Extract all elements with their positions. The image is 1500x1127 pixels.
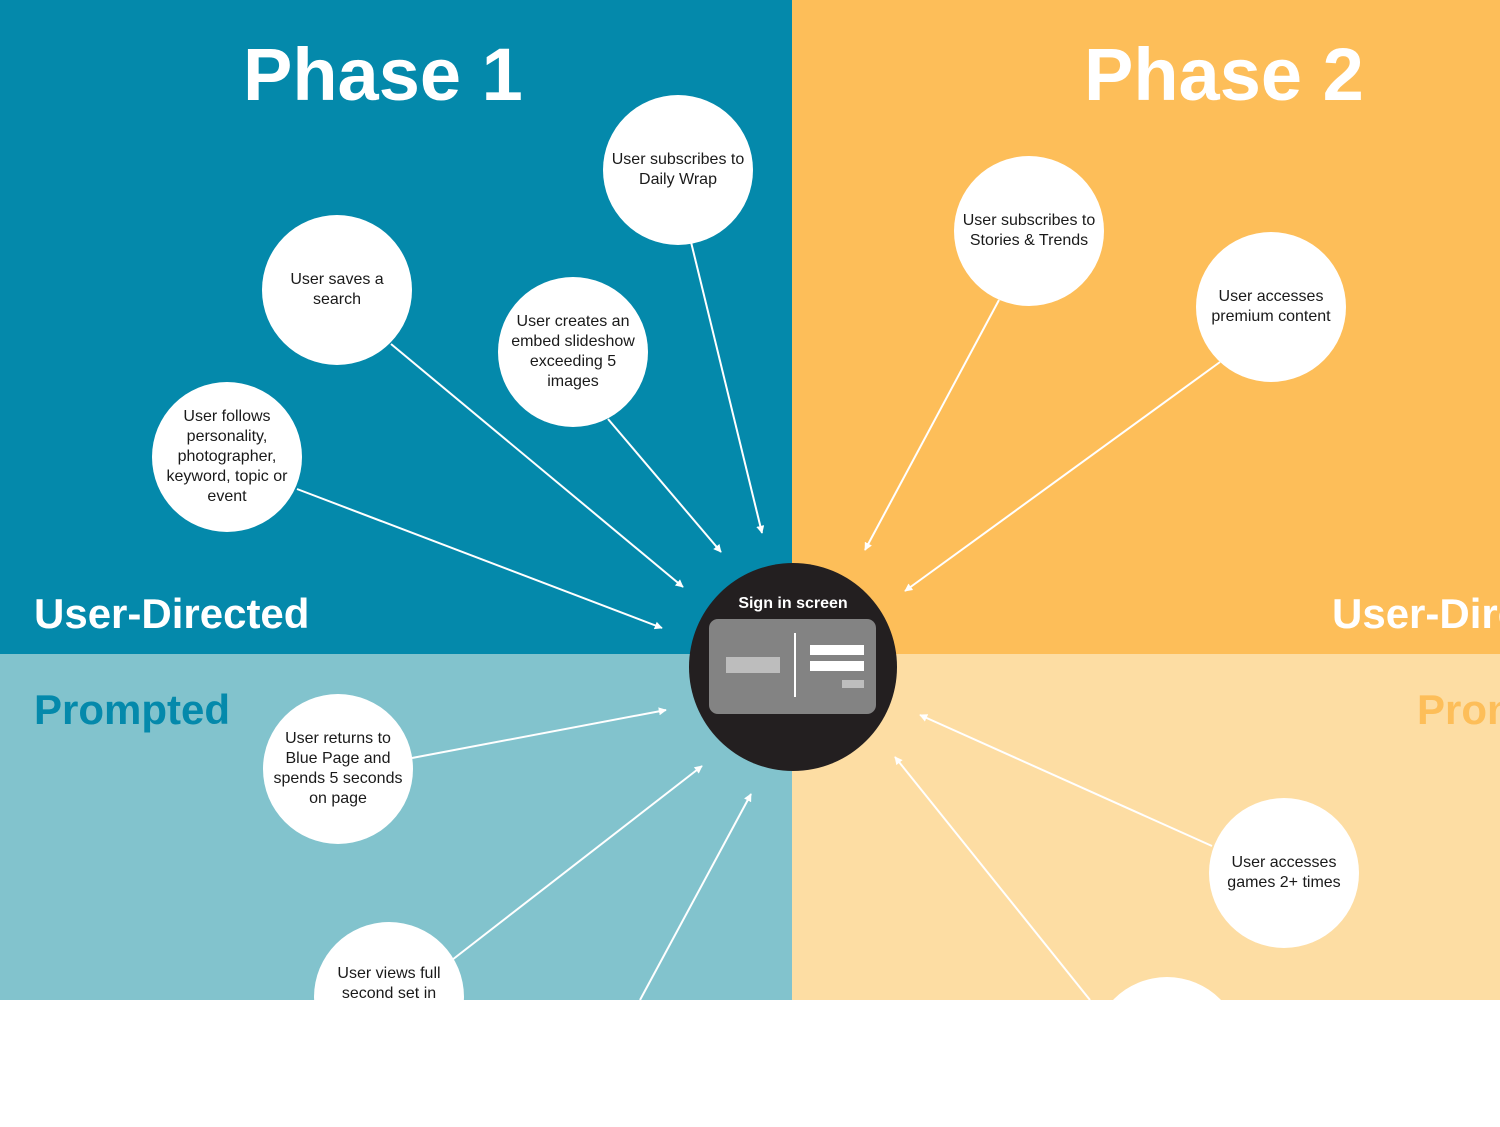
arrow-bottom-prompted <box>639 793 752 1000</box>
bubble-stories-trends: User subscribes to Stories & Trends <box>954 156 1104 306</box>
sign-in-icon-small-button <box>842 680 864 688</box>
sign-in-screen-icon <box>709 619 876 714</box>
arrow-saves-search <box>390 343 684 588</box>
arrow-blue-page <box>411 707 667 759</box>
arrow-views-full <box>451 765 703 961</box>
user-directed-label-left: User-Directed <box>34 590 310 637</box>
prompted-label-right: Pron <box>1417 686 1500 733</box>
bubble-games: User accesses games 2+ times <box>1209 798 1359 948</box>
sign-in-screen-title: Sign in screen <box>738 595 848 612</box>
user-directed-label-right: User-Dire <box>1332 590 1500 637</box>
bubble-daily-wrap: User subscribes to Daily Wrap <box>603 95 753 245</box>
phase-2-title: Phase 2 <box>1084 33 1364 116</box>
phase2-prompted-quadrant <box>792 654 1500 1000</box>
bubble-embed-slideshow: User creates an embed slideshow exceedin… <box>498 277 648 427</box>
arrow-embed-slideshow <box>607 418 722 553</box>
bubble-daily-wrap-text: User subscribes to Daily Wrap <box>611 151 745 188</box>
sign-in-icon-line-1 <box>810 645 864 655</box>
arrow-games <box>919 714 1213 847</box>
bubble-embed-slideshow-text: User creates an embed slideshow exceedin… <box>511 313 635 390</box>
arrow-stories-trends <box>864 299 1000 551</box>
arrow-daily-wrap <box>690 241 765 534</box>
sign-in-icon-divider <box>794 633 796 697</box>
bubble-games-text: User accesses games 2+ times <box>1227 854 1341 891</box>
bubble-premium: User accesses premium content <box>1196 232 1346 382</box>
arrow-bottom-right <box>894 756 1091 1000</box>
bubble-views-full-text: User views full second set in <box>337 965 441 1002</box>
prompted-label-left: Prompted <box>34 686 231 733</box>
bubble-saves-search-text: User saves a search <box>290 271 384 308</box>
arrow-premium <box>904 361 1221 592</box>
arrows-layer <box>296 241 1221 1000</box>
phase2-user-directed-quadrant <box>792 0 1500 654</box>
bubble-follows: User follows personality, photographer, … <box>152 382 302 532</box>
bubble-saves-search: User saves a search <box>262 215 412 365</box>
sign-in-screen-node: Sign in screen <box>689 563 897 771</box>
bubble-premium-text: User accesses premium content <box>1211 288 1331 325</box>
sign-in-icon-left-bar <box>726 657 780 673</box>
sign-in-icon-line-2 <box>810 661 864 671</box>
bubble-stories-trends-text: User subscribes to Stories & Trends <box>962 212 1096 249</box>
bubble-follows-text: User follows personality, photographer, … <box>166 408 288 505</box>
bubble-blue-page-text: User returns to Blue Page and spends 5 s… <box>273 730 403 807</box>
phase-1-title: Phase 1 <box>243 33 523 116</box>
arrow-follows <box>296 488 663 630</box>
bubble-views-full: User views full second set in <box>314 922 464 1072</box>
bubble-blue-page: User returns to Blue Page and spends 5 s… <box>263 694 413 844</box>
